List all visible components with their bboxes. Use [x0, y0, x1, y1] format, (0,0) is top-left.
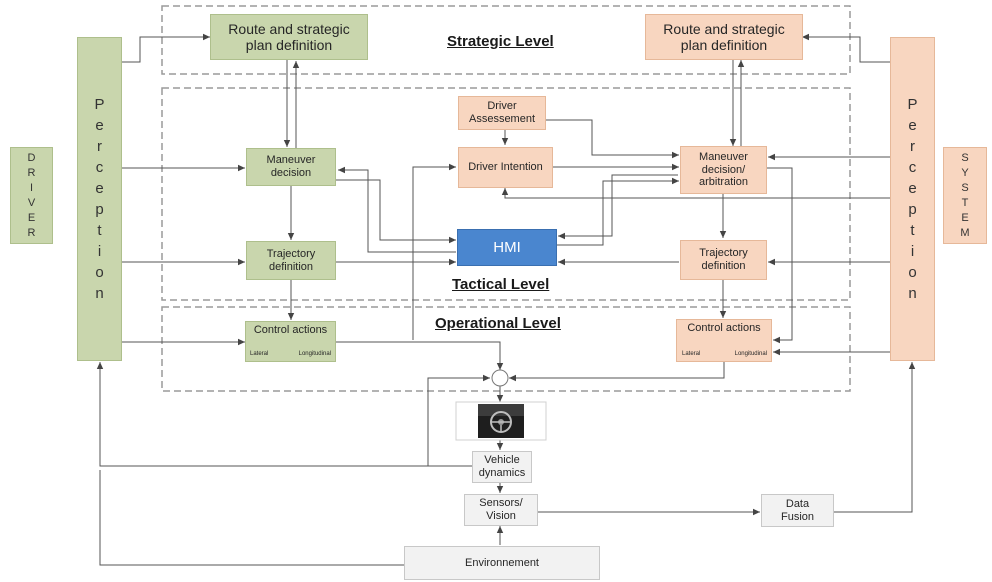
- edge-hmi-to-maneuver: [338, 166, 456, 253]
- tactical-level-frame: [161, 87, 851, 301]
- driver-intention-box: Driver Intention: [458, 147, 553, 188]
- edge-maneuver-right-to-control-right: [767, 167, 793, 344]
- longitudinal-label-system: Longitudinal: [734, 351, 767, 358]
- control-actions-box-system: Control actions Lateral Longitudinal: [676, 319, 772, 362]
- edge-dynamics-to-driver-perception: [96, 362, 472, 467]
- edge-perception-to-route-right: [802, 33, 890, 63]
- edge-assessment-to-maneuver-right: [546, 119, 679, 159]
- tactical-level-title: Tactical Level: [452, 276, 550, 293]
- edge-hmi-to-maneuver-right: [553, 177, 679, 246]
- control-actions-title-system: Control actions: [687, 322, 761, 334]
- strategic-level-frame: [161, 5, 851, 75]
- edge-maneuver-to-hmi: [336, 179, 456, 244]
- edge-maneuver-right-to-hmi: [558, 174, 678, 240]
- edge-perception-to-route-left: [122, 33, 210, 63]
- operational-level-frame: [161, 306, 851, 392]
- lateral-label-system: Lateral: [682, 351, 701, 358]
- environment-box: Environnement: [404, 546, 600, 580]
- strategic-level-title: Strategic Level: [447, 33, 554, 50]
- control-actions-box-driver: Control actions Lateral Longitudinal: [245, 321, 336, 362]
- longitudinal-label-driver: Longitudinal: [298, 351, 331, 358]
- lateral-label-driver: Lateral: [250, 351, 269, 358]
- edge-environment-to-driver: [99, 470, 404, 566]
- edge-fusion-to-system-perception: [834, 362, 916, 513]
- sensors-vision-box: Sensors/Vision: [464, 494, 538, 526]
- edge-control-right-to-sum: [509, 362, 725, 382]
- summing-junction: [491, 369, 509, 387]
- operational-level-title: Operational Level: [435, 315, 561, 332]
- edge-bus-to-driver-intention: [412, 163, 456, 340]
- edge-control-left-to-sum: [336, 341, 504, 370]
- hmi-box: HMI: [457, 229, 557, 266]
- edge-perception-to-driver-intention: [501, 188, 890, 199]
- vehicle-image: [455, 401, 547, 441]
- control-actions-title-driver: Control actions: [253, 324, 328, 336]
